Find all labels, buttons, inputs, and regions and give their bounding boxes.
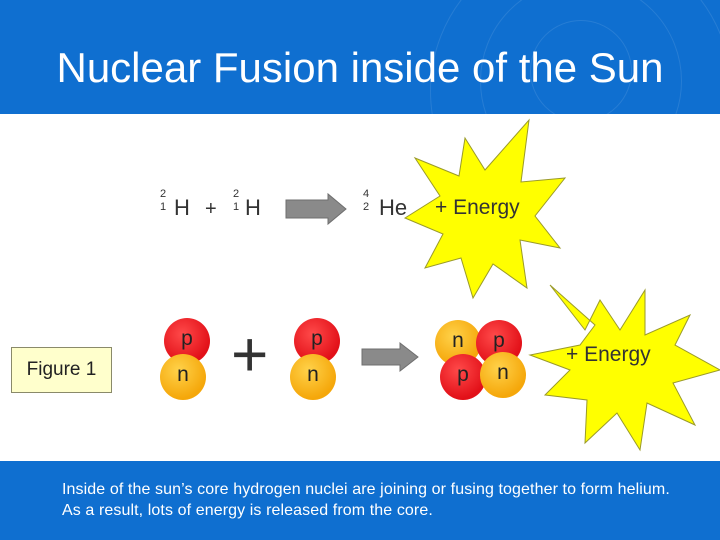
atomic-number: 2	[363, 201, 370, 213]
energy-burst-icon	[528, 284, 720, 452]
slide-caption: Inside of the sun’s core hydrogen nuclei…	[62, 481, 670, 519]
neutron: n	[290, 354, 336, 400]
energy-burst-icon	[403, 118, 567, 300]
mass-number: 2	[233, 188, 240, 200]
reaction-arrow-icon	[285, 192, 347, 226]
title-bar: Nuclear Fusion inside of the Sun	[0, 0, 720, 114]
element-symbol: H	[174, 195, 190, 220]
plus-sign: +	[205, 198, 217, 220]
plus-sign: +	[231, 318, 269, 390]
atomic-number: 1	[233, 201, 240, 213]
caption-bar: Inside of the sun’s core hydrogen nuclei…	[0, 461, 720, 540]
atomic-number: 1	[160, 201, 167, 213]
mass-number: 4	[363, 188, 370, 200]
decorative-ripple	[530, 20, 632, 114]
neutron: n	[160, 354, 206, 400]
element-symbol: He	[379, 195, 408, 220]
energy-label: + Energy	[435, 196, 520, 219]
reaction-arrow-icon	[361, 341, 419, 373]
element-symbol: H	[245, 195, 261, 220]
neutron: n	[480, 352, 526, 398]
figure-label: Figure 1	[11, 347, 112, 393]
proton: p	[440, 354, 486, 400]
mass-number: 2	[160, 188, 167, 200]
slide-title: Nuclear Fusion inside of the Sun	[56, 44, 664, 91]
energy-label: + Energy	[566, 343, 651, 366]
